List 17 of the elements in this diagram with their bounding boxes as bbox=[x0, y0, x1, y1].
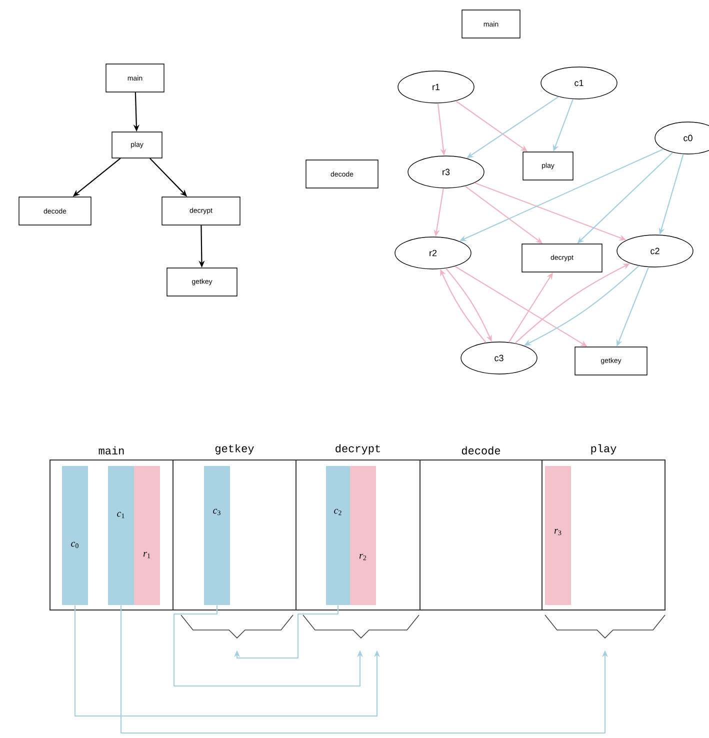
brace bbox=[302, 614, 420, 639]
node-label: main bbox=[98, 446, 124, 454]
variable-bar: r$_{3}$ bbox=[545, 466, 571, 605]
memory-cell: decode bbox=[420, 446, 542, 610]
node-label: decode bbox=[462, 446, 500, 454]
variable-bar: c$_{2}$ bbox=[326, 466, 350, 605]
variable-bar: r$_{1}$ bbox=[134, 466, 160, 605]
variable-bar: r$_{2}$ bbox=[350, 466, 376, 605]
variable-bar: c$_{0}$ bbox=[62, 466, 88, 605]
node-label: decrypt bbox=[336, 444, 380, 454]
variable-bar: c$_{3}$ bbox=[204, 466, 230, 605]
node-label: play bbox=[591, 444, 616, 454]
brace bbox=[180, 614, 294, 639]
arrow bbox=[234, 605, 339, 659]
variable-bar: c$_{1}$ bbox=[108, 466, 134, 605]
brace bbox=[544, 614, 666, 639]
node-label: getkey bbox=[215, 444, 254, 454]
